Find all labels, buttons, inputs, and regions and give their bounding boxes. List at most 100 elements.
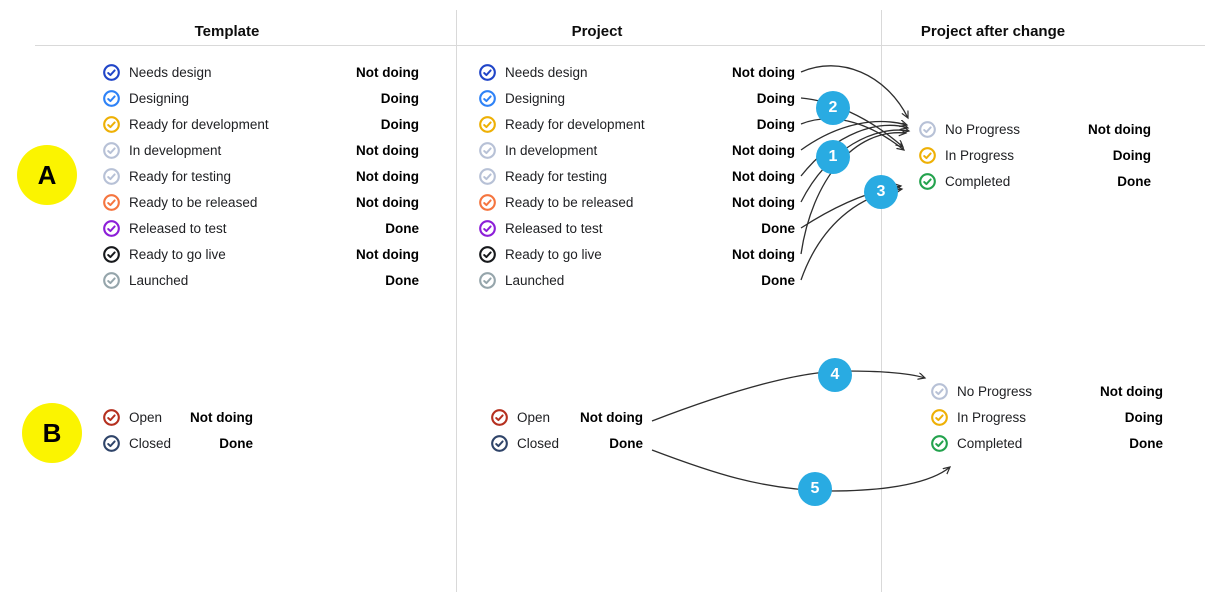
status-mapping-value: Not doing (580, 409, 643, 425)
arrow-open-to-no-progress (651, 370, 925, 422)
status-label: Needs design (505, 64, 588, 80)
status-label: Ready to be released (129, 194, 258, 210)
status-check-icon (491, 408, 508, 426)
status-check-icon (103, 89, 120, 107)
status-row: Closed Done (103, 430, 253, 456)
arrow-in-development-to-no-progress (800, 122, 907, 151)
status-check-icon (919, 172, 936, 190)
status-mapping-value: Done (761, 220, 795, 236)
after-change-status-list-a: No Progress Not doing In Progress Doing (919, 116, 1151, 194)
status-label: Released to test (505, 220, 603, 236)
status-label: Ready to go live (505, 246, 602, 262)
status-check-icon (479, 115, 496, 133)
callout-badge-2: 2 (816, 91, 850, 125)
status-mapping-value: Done (385, 220, 419, 236)
status-check-icon (479, 89, 496, 107)
callout-badge-5: 5 (798, 472, 832, 506)
status-mapping-value: Done (385, 272, 419, 288)
status-row: Ready to be released Not doing (479, 189, 795, 215)
status-row: No Progress Not doing (919, 116, 1151, 142)
template-status-list-a: Needs design Not doing Designing Doing (103, 59, 419, 293)
status-check-icon (103, 115, 120, 133)
status-mapping-value: Done (1117, 173, 1151, 189)
status-row: In Progress Doing (919, 142, 1151, 168)
status-row: Ready to go live Not doing (479, 241, 795, 267)
status-check-icon (479, 193, 496, 211)
status-mapping-value: Doing (1112, 147, 1151, 163)
status-mapping-value: Not doing (732, 64, 795, 80)
status-check-icon (103, 434, 120, 452)
status-check-icon (103, 141, 120, 159)
status-row: No Progress Not doing (931, 378, 1163, 404)
status-label: Completed (945, 173, 1011, 189)
status-row: Launched Done (479, 267, 795, 293)
status-check-icon (479, 63, 496, 81)
project-status-list-a: Needs design Not doing Designing Doing (479, 59, 795, 293)
project-status-list-b: Open Not doing Closed Done (491, 404, 643, 456)
status-row: Ready for development Doing (479, 111, 795, 137)
status-mapping-value: Not doing (1088, 121, 1151, 137)
arrow-ready-for-testing-to-no-progress (800, 125, 908, 177)
status-check-icon (931, 382, 948, 400)
status-mapping-value: Not doing (1100, 383, 1163, 399)
status-row: Launched Done (103, 267, 419, 293)
status-check-icon (103, 219, 120, 237)
callout-badge-4: 4 (818, 358, 852, 392)
status-check-icon (103, 167, 120, 185)
status-label: Closed (517, 435, 560, 451)
status-mapping-value: Not doing (732, 246, 795, 262)
status-label: Ready for development (129, 116, 269, 132)
status-label: Ready for testing (505, 168, 608, 184)
status-check-icon (103, 408, 120, 426)
status-row: Completed Done (919, 168, 1151, 194)
status-label: In development (129, 142, 222, 158)
column-header-template: Template (194, 23, 260, 40)
status-label: Closed (129, 435, 172, 451)
status-mapping-value: Doing (756, 90, 795, 106)
status-label: No Progress (957, 383, 1033, 399)
column-header-project: Project (571, 23, 623, 40)
status-check-icon (919, 146, 936, 164)
status-label: Released to test (129, 220, 227, 236)
status-row: In development Not doing (479, 137, 795, 163)
status-row: Completed Done (931, 430, 1163, 456)
callout-badge-1: 1 (816, 140, 850, 174)
status-label: Open (517, 409, 551, 425)
section-a-mapping-arrows (800, 65, 909, 281)
arrow-needs-design-to-no-progress (800, 65, 908, 118)
column-header-project-after-change: Project after change (920, 23, 1066, 40)
status-label: Ready for development (505, 116, 645, 132)
status-check-icon (479, 141, 496, 159)
status-mapping-value: Not doing (356, 168, 419, 184)
status-mapping-value: Not doing (732, 168, 795, 184)
status-label: Open (129, 409, 163, 425)
status-mapping-value: Doing (380, 90, 419, 106)
status-row: Closed Done (491, 430, 643, 456)
status-check-icon (919, 120, 936, 138)
status-row: Ready for development Doing (103, 111, 419, 137)
status-row: Ready for testing Not doing (479, 163, 795, 189)
status-mapping-value: Doing (380, 116, 419, 132)
status-check-icon (103, 245, 120, 263)
status-mapping-value: Not doing (356, 64, 419, 80)
status-mapping-value: Not doing (732, 142, 795, 158)
status-row: Designing Doing (103, 85, 419, 111)
status-row: Open Not doing (491, 404, 643, 430)
status-label: In Progress (945, 147, 1015, 163)
status-check-icon (491, 434, 508, 452)
status-check-icon (103, 63, 120, 81)
status-row: Ready for testing Not doing (103, 163, 419, 189)
arrow-ready-to-be-released-to-no-progress (800, 130, 909, 203)
status-label: Designing (505, 90, 566, 106)
status-row: Open Not doing (103, 404, 253, 430)
status-check-icon (931, 434, 948, 452)
status-mapping-value: Not doing (356, 142, 419, 158)
status-mapping-value: Done (609, 435, 643, 451)
status-check-icon (479, 167, 496, 185)
status-row: Ready to be released Not doing (103, 189, 419, 215)
status-mapping-value: Doing (1124, 409, 1163, 425)
status-mapping-value: Done (761, 272, 795, 288)
status-label: No Progress (945, 121, 1021, 137)
status-row: In Progress Doing (931, 404, 1163, 430)
